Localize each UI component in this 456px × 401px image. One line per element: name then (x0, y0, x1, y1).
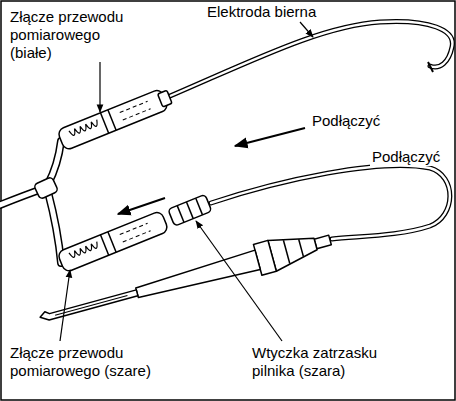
clip-plug (168, 194, 212, 226)
part-label: Elektroda bierna (205, 3, 318, 21)
cable-sleeve (34, 177, 59, 200)
part-label: Złącze przewodu pomiarowego (szare) (8, 344, 192, 380)
grey-connector (57, 210, 169, 272)
white-connector (57, 87, 174, 151)
clip-wire (211, 166, 450, 239)
electrode-wire (163, 22, 452, 99)
leader-line (60, 22, 313, 341)
part-label: Podłączyć (370, 148, 442, 166)
test-clip (36, 225, 334, 335)
part-label: Wtyczka zatrzasku pilnika (szara) (250, 344, 424, 380)
connect-arrow (118, 128, 305, 214)
cable-core (0, 141, 61, 263)
part-label: Złącze przewodu pomiarowego (białe) (8, 8, 147, 62)
cable-outline (0, 141, 61, 263)
part-label: Podłączyć (310, 112, 382, 130)
